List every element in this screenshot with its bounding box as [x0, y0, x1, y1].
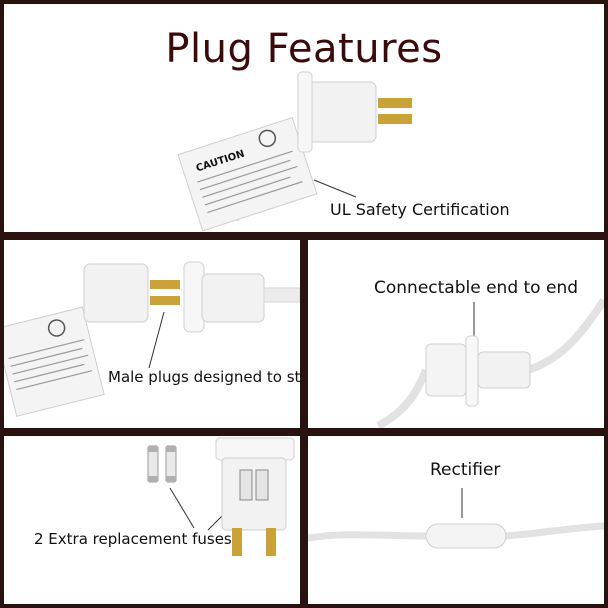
- rectifier-box: [425, 523, 507, 549]
- fuses-illustration: [147, 437, 295, 556]
- panel-stacking-plugs: Male plugs designed to stack: [4, 240, 300, 428]
- ul-tag: CAUTION: [177, 117, 318, 232]
- male-plug-left: [83, 263, 180, 323]
- male-plug: [297, 71, 412, 153]
- caption-connectable: Connectable end to end: [374, 278, 579, 298]
- spare-fuse-2: [165, 445, 177, 483]
- panel-rectifier: Rectifier: [308, 436, 604, 604]
- caption-stacking-plugs: Male plugs designed to stack: [108, 368, 300, 386]
- panel-fuses: 2 Extra replacement fuses: [4, 436, 300, 604]
- male-plug-right: [183, 261, 300, 333]
- caption-fuses: 2 Extra replacement fuses: [34, 530, 232, 548]
- rectifier-illustration: [308, 488, 604, 549]
- page-title: Plug Features: [165, 26, 443, 72]
- plug-with-ul-tag-illustration: CAUTION: [177, 71, 412, 232]
- connector-body: [425, 335, 531, 407]
- caption-ul-certification: UL Safety Certification: [330, 200, 510, 219]
- panel-connectable: Connectable end to end: [308, 240, 604, 428]
- panel-ul-certification: Plug Features CAUTION UL Safety Certific…: [4, 4, 604, 232]
- spare-fuse-1: [147, 445, 159, 483]
- caption-rectifier: Rectifier: [430, 460, 501, 480]
- stacking-plugs-illustration: [4, 261, 300, 417]
- fused-plug: [215, 437, 295, 556]
- connector-illustration: [376, 297, 604, 428]
